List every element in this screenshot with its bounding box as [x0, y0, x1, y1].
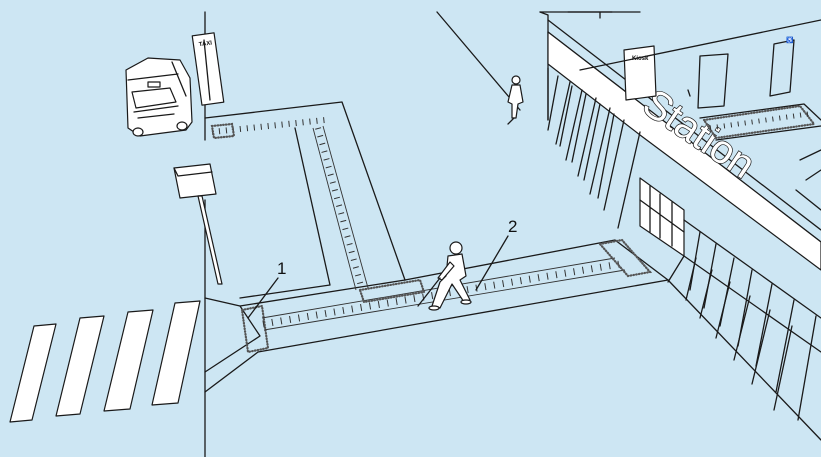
door-frame	[770, 40, 794, 96]
guide-strip	[313, 128, 356, 290]
callout-1-label: 1	[277, 259, 286, 278]
door-frame	[698, 54, 728, 108]
railing	[796, 150, 821, 210]
warning-tiles	[212, 124, 234, 138]
entrance-door	[640, 178, 684, 256]
building-base	[668, 280, 821, 440]
crosswalk	[10, 301, 200, 422]
panel	[690, 232, 816, 420]
guide-strip	[318, 128, 362, 290]
sidewalk-edge	[240, 280, 405, 306]
taxi-wheel	[177, 122, 187, 130]
taxi-roof-sign	[148, 82, 160, 87]
pedestrian-head	[450, 242, 462, 254]
pedestrian-shoe	[461, 300, 471, 304]
sign-board	[174, 164, 216, 198]
taxi-stand-sign: TAXI	[192, 33, 224, 105]
taxi	[126, 58, 192, 136]
taxi-wheel	[133, 128, 143, 136]
curb-ramp	[205, 352, 258, 392]
road-edge	[437, 12, 520, 110]
sign-post	[198, 196, 222, 284]
bus-stop-sign	[174, 164, 222, 284]
pedestrian-shoe	[429, 306, 439, 310]
guide-strip	[212, 120, 325, 132]
curb-ramp	[205, 298, 260, 372]
pedestrian-head	[512, 76, 520, 84]
kiosk-sign	[624, 46, 656, 100]
callouts: 1 2	[248, 217, 517, 318]
warning-tiles	[600, 240, 650, 276]
panel	[686, 258, 792, 410]
facade-panels	[686, 232, 816, 420]
wheelchair-icon: ♿	[786, 36, 794, 44]
plaza-edge	[205, 102, 405, 280]
callout-2-label: 2	[508, 217, 517, 236]
pedestrian-body	[508, 85, 523, 118]
crosswalk-stripe	[56, 316, 104, 416]
station-entrance	[640, 178, 684, 256]
crosswalk-stripe	[104, 310, 153, 411]
crosswalk-stripe	[10, 324, 56, 422]
guide-strip	[323, 126, 368, 288]
pedestrian-leg	[508, 118, 514, 124]
tactile-paving	[212, 120, 650, 352]
pedestrian	[508, 76, 523, 124]
building-edge	[540, 12, 548, 120]
building-top	[568, 12, 640, 18]
crosswalk-stripe	[152, 301, 200, 405]
station-building: Station Kiosk ♿	[540, 12, 821, 440]
